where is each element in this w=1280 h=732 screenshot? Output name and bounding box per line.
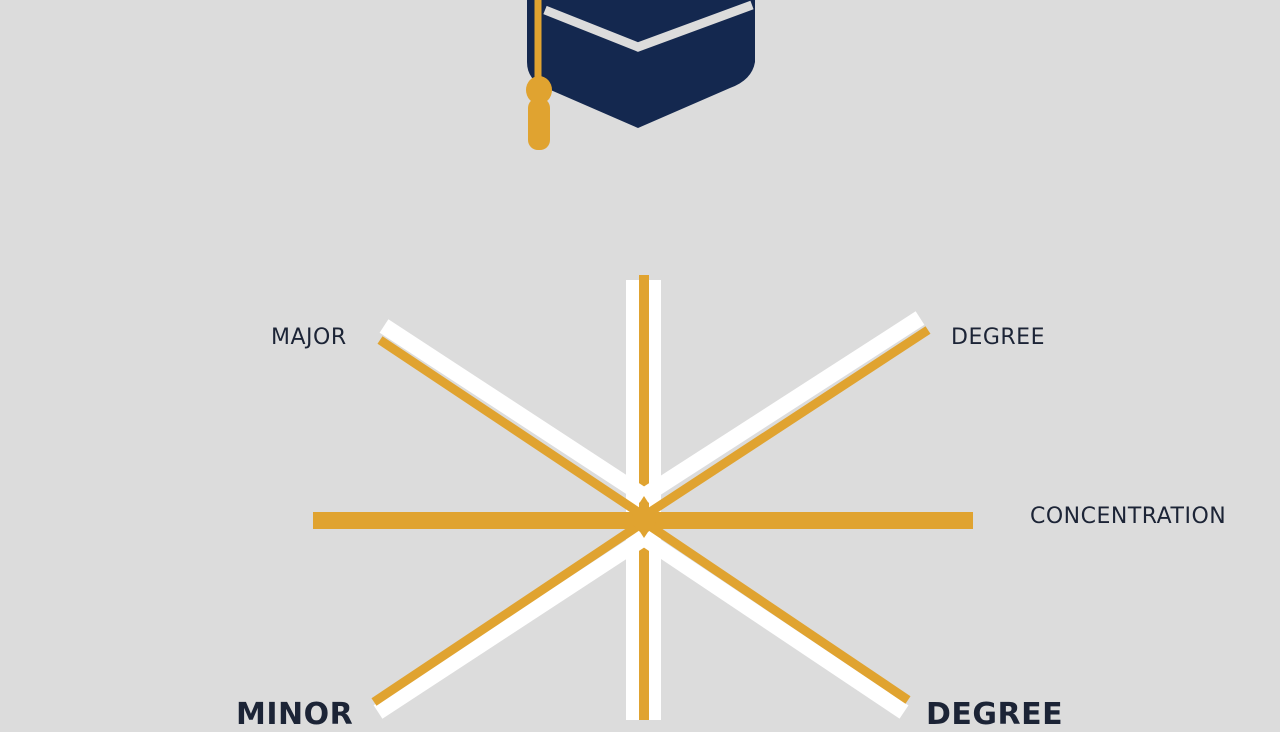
spoke-lower-left-white	[373, 531, 649, 719]
label-degree-bottom: DEGREE	[926, 697, 1064, 732]
graduation-cap-icon	[527, 0, 755, 128]
spoke-lower-right-white	[639, 531, 909, 719]
starburst	[313, 275, 973, 720]
tassel-icon	[526, 0, 552, 150]
spoke-upper-right-white	[639, 311, 925, 503]
spoke-upper-left-gold	[377, 336, 647, 520]
starburst-center	[632, 507, 656, 531]
label-degree-top: DEGREE	[951, 325, 1045, 350]
spoke-lower-right-gold	[641, 518, 911, 704]
spoke-upper-right-gold	[641, 326, 931, 520]
label-concentration: CONCENTRATION	[1030, 504, 1227, 529]
spoke-vertical-gold	[639, 275, 649, 720]
label-minor: MINOR	[236, 697, 354, 732]
spoke-upper-left-white	[379, 319, 649, 503]
cap-body	[527, 0, 755, 128]
cap-band	[543, 0, 754, 52]
label-major: MAJOR	[271, 325, 347, 350]
spoke-lower-left-gold	[371, 518, 647, 706]
